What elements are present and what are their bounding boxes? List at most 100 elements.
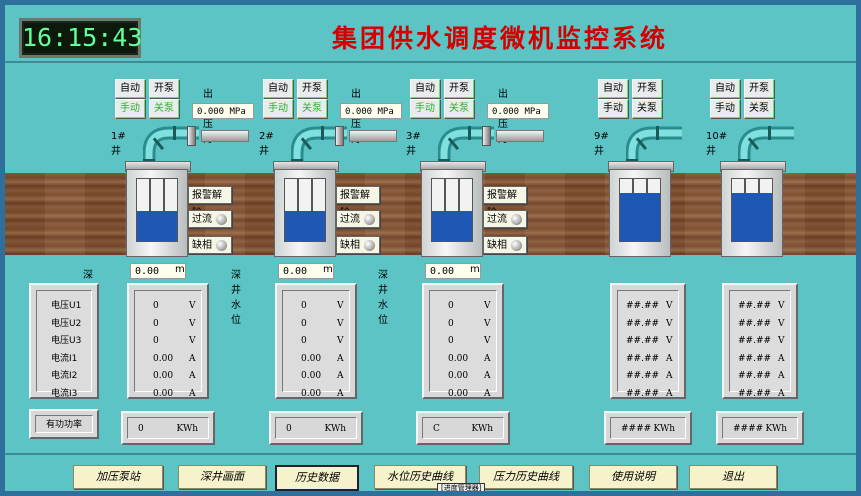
legend-label: 电流I3: [51, 388, 78, 399]
reading-value: 0: [301, 301, 307, 311]
reading-value: ##.##: [626, 301, 660, 311]
phase-loss-indicator: 缺相: [483, 236, 527, 254]
reading-unit: A: [484, 388, 491, 399]
reading-value: ##.##: [738, 318, 772, 329]
nav-button[interactable]: 深井画面: [178, 465, 266, 489]
nav-button[interactable]: 加压泵站: [73, 465, 163, 489]
energy-unit: KWh: [765, 424, 787, 434]
reading-row: 0.00 A: [135, 350, 201, 368]
reading-value: ##.##: [738, 353, 772, 364]
nav-button[interactable]: 退出: [689, 465, 777, 489]
reading-unit: V: [484, 318, 491, 329]
stop-pump-button[interactable]: 关泵: [744, 99, 774, 118]
nav-button[interactable]: 使用说明: [589, 465, 677, 489]
auto-button[interactable]: 自动: [115, 79, 145, 98]
well-level-value: 0.00: [130, 263, 186, 279]
status-lamp-icon: [511, 214, 522, 225]
reading-value: 0.00: [153, 353, 174, 364]
alarm-reset-button[interactable]: 报警解除: [188, 186, 232, 219]
well-tank: [421, 169, 483, 257]
well-name: 1#井: [111, 131, 126, 157]
auto-button[interactable]: 自动: [598, 79, 628, 98]
well-shaft: [284, 178, 326, 242]
pump-rod: [149, 179, 151, 213]
auto-button[interactable]: 自动: [263, 79, 293, 98]
manual-button[interactable]: 手动: [410, 99, 440, 118]
stop-pump-button[interactable]: 关泵: [444, 99, 474, 118]
water-level-fill: [137, 211, 177, 241]
auto-button[interactable]: 自动: [410, 79, 440, 98]
pump-rod: [458, 179, 460, 213]
alarm-reset-button[interactable]: 报警解除: [483, 186, 527, 219]
reading-unit: A: [189, 388, 196, 399]
reading-unit: A: [666, 388, 673, 399]
reading-unit: V: [337, 301, 344, 311]
start-pump-button[interactable]: 开泵: [444, 79, 474, 98]
reading-unit: A: [778, 371, 785, 381]
phase-loss-label: 缺相: [340, 240, 360, 251]
reading-value: 0.00: [301, 353, 322, 364]
manual-button[interactable]: 手动: [710, 99, 740, 118]
well-level-label: 深井水位: [378, 270, 388, 326]
pump-rod: [163, 179, 165, 213]
reading-value: ##.##: [738, 336, 772, 346]
start-pump-button[interactable]: 开泵: [297, 79, 327, 98]
readings-list: ##.##V##.##V##.##V##.##A##.##A##.##A: [729, 290, 791, 399]
energy-readout: ####KWh: [610, 417, 686, 439]
reading-value: ##.##: [738, 388, 772, 399]
energy-readout: ####KWh: [722, 417, 798, 439]
reading-unit: A: [337, 371, 344, 381]
start-pump-button[interactable]: 开泵: [744, 79, 774, 98]
manual-button[interactable]: 手动: [598, 99, 628, 118]
reading-row: ##.##V: [730, 315, 790, 333]
reading-row: ##.## A: [618, 385, 678, 403]
outlet-pressure-value: 0.000 MPa: [487, 103, 549, 119]
reading-value: ##.##: [626, 388, 660, 399]
power-label-box: 有功功率: [29, 409, 99, 439]
nav-button[interactable]: 历史数据: [275, 465, 359, 491]
start-pump-button[interactable]: 开泵: [632, 79, 662, 98]
nav-button[interactable]: 压力历史曲线: [479, 465, 573, 489]
reading-value: 0: [448, 301, 454, 311]
auto-button[interactable]: 自动: [710, 79, 740, 98]
reading-unit: A: [337, 388, 344, 399]
reading-value: 0: [301, 336, 307, 346]
reading-row: ##.##V: [618, 315, 678, 333]
reading-unit: A: [666, 353, 673, 364]
legend-row: 电压U3: [37, 332, 91, 350]
reading-unit: V: [666, 336, 673, 346]
reading-row: ##.##V: [618, 332, 678, 350]
reading-value: 0: [448, 336, 454, 346]
manual-button[interactable]: 手动: [115, 99, 145, 118]
reading-value: ##.##: [738, 371, 772, 381]
stop-pump-button[interactable]: 关泵: [297, 99, 327, 118]
stop-pump-button[interactable]: 关泵: [149, 99, 179, 118]
reading-unit: V: [189, 301, 196, 311]
well-tank: [721, 169, 783, 257]
manual-button[interactable]: 手动: [263, 99, 293, 118]
reading-unit: V: [666, 318, 673, 329]
energy-unit: KWh: [653, 424, 675, 434]
stop-pump-button[interactable]: 关泵: [632, 99, 662, 118]
reading-value: 0: [301, 318, 307, 329]
valve-icon: [482, 126, 491, 146]
energy-value: 0: [138, 424, 144, 434]
reading-unit: A: [189, 353, 196, 364]
reading-unit: A: [778, 353, 785, 364]
alarm-reset-button[interactable]: 报警解除: [336, 186, 380, 219]
reading-value: 0: [448, 318, 454, 329]
start-pump-button[interactable]: 开泵: [149, 79, 179, 98]
